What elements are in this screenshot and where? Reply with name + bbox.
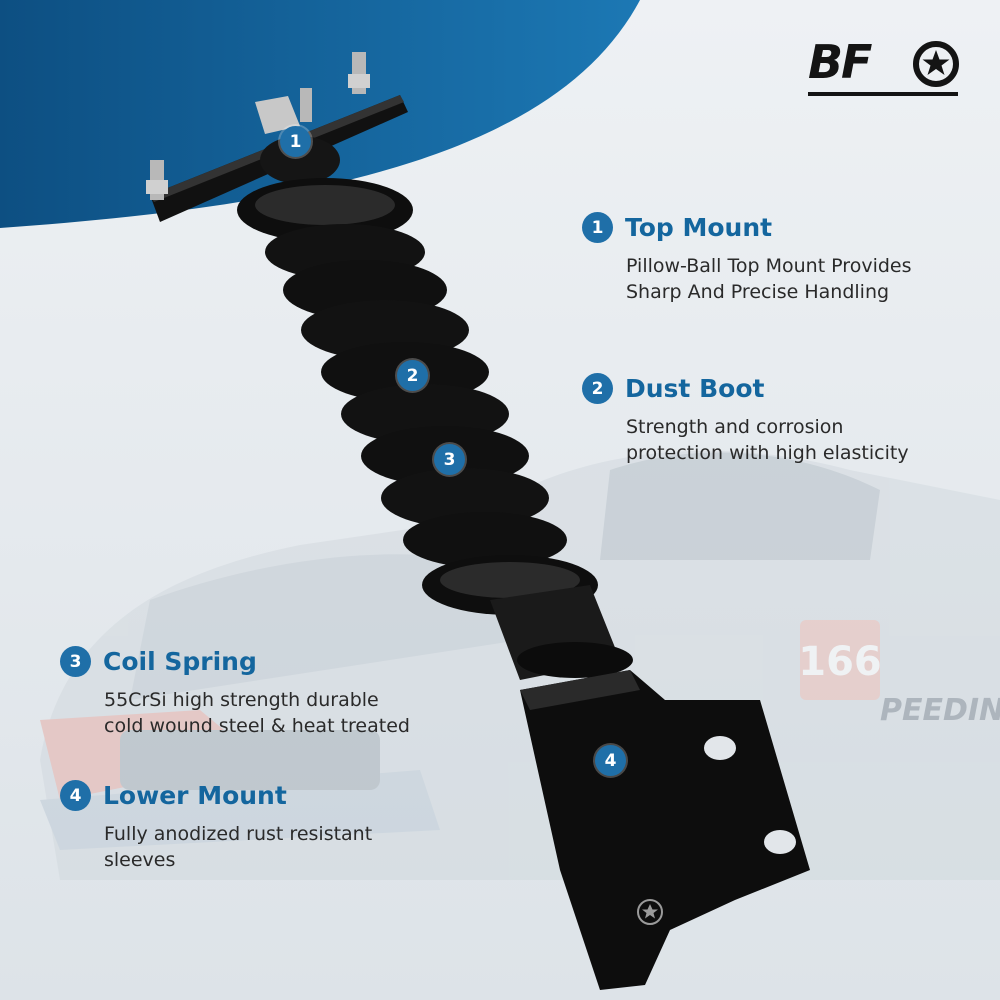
logo-underline bbox=[808, 92, 958, 96]
feature-description-line: Strength and corrosion bbox=[626, 416, 844, 438]
car-sponsor-text: PEEDINGRO bbox=[880, 693, 1000, 728]
feature-coil-spring: 3 Coil Spring 55CrSi high strength durab… bbox=[60, 646, 410, 739]
feature-number: 4 bbox=[60, 780, 91, 811]
feature-title: Coil Spring bbox=[103, 646, 257, 676]
marker-coil-spring: 3 bbox=[434, 444, 465, 475]
star-emblem-icon bbox=[637, 899, 663, 925]
brand-logo: BF bbox=[808, 36, 960, 100]
marker-top-mount: 1 bbox=[280, 126, 311, 157]
threaded-body bbox=[490, 585, 633, 680]
feature-description-line: 55CrSi high strength durable bbox=[104, 689, 379, 711]
feature-description-line: cold wound steel & heat treated bbox=[104, 715, 410, 737]
feature-lower-mount: 4 Lower Mount Fully anodized rust resist… bbox=[60, 780, 372, 873]
feature-description-line: Sharp And Precise Handling bbox=[626, 281, 890, 303]
coil-spring bbox=[237, 178, 598, 615]
car-number-plate bbox=[800, 620, 880, 700]
feature-title: Top Mount bbox=[625, 212, 773, 242]
marker-lower-mount: 4 bbox=[595, 745, 626, 776]
feature-top-mount: 1 Top Mount Pillow-Ball Top Mount Provid… bbox=[582, 212, 912, 305]
feature-description-line: Pillow-Ball Top Mount Provides bbox=[626, 255, 912, 277]
feature-title: Lower Mount bbox=[103, 780, 287, 810]
star-wheel-icon bbox=[913, 41, 959, 87]
feature-dust-boot: 2 Dust Boot Strength and corrosion prote… bbox=[582, 373, 909, 466]
feature-number: 3 bbox=[60, 646, 91, 677]
feature-description-line: protection with high elasticity bbox=[626, 442, 909, 464]
feature-title: Dust Boot bbox=[625, 373, 765, 403]
feature-description-line: Fully anodized rust resistant bbox=[104, 823, 373, 845]
marker-dust-boot: 2 bbox=[397, 360, 428, 391]
car-number: 166 bbox=[798, 639, 882, 685]
lower-mount bbox=[520, 670, 810, 990]
feature-description-line: sleeves bbox=[104, 849, 176, 871]
logo-text: BF bbox=[808, 35, 873, 89]
feature-number: 2 bbox=[582, 373, 613, 404]
feature-number: 1 bbox=[582, 212, 613, 243]
